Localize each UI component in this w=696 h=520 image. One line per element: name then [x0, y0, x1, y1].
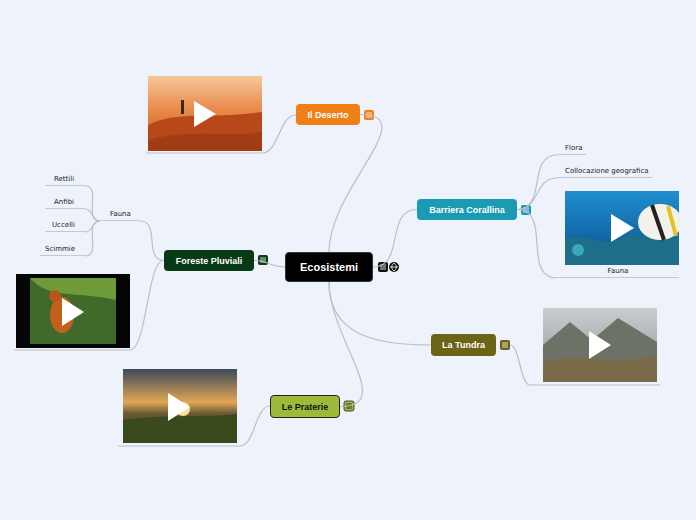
branch-line — [85, 209, 100, 221]
rainforest-image — [16, 274, 130, 348]
branch-line — [254, 261, 285, 268]
leader-lines — [14, 115, 660, 446]
node-label: Scimmie — [45, 245, 75, 253]
branch-line — [517, 178, 557, 210]
branch-line — [85, 221, 100, 256]
subtopic: Collocazione geografica — [557, 166, 652, 178]
topic-box: Le Praterie — [270, 395, 340, 418]
node-label: Barriera Corallina — [429, 205, 505, 215]
branch-line — [329, 282, 431, 345]
note-icons — [258, 110, 531, 411]
subtopic: Fauna — [100, 209, 140, 221]
topic-box: La Tundra — [431, 334, 496, 356]
node-label: Rettili — [54, 175, 74, 183]
branch-line — [140, 221, 164, 261]
topic-box: Foreste Pluviali — [164, 250, 254, 271]
node-label: Anfibi — [54, 198, 74, 206]
subtopic: Flora — [557, 143, 586, 155]
node-label: Ecosistemi — [300, 261, 358, 273]
node-label: Uccelli — [52, 221, 75, 229]
node-label: Flora — [565, 144, 582, 152]
branch-line — [517, 210, 557, 279]
node-label: Collocazione geografica — [565, 167, 649, 175]
node-label: La Tundra — [442, 340, 485, 350]
topic-box: Barriera Corallina — [417, 199, 517, 220]
branch-line — [329, 282, 362, 407]
topic-box: Il Deserto — [296, 104, 360, 125]
subtopic: Rettili — [45, 174, 85, 186]
node-label: Fauna — [110, 210, 131, 218]
subtopic: Anfibi — [45, 197, 85, 209]
prairie-image — [123, 369, 237, 443]
root-topic: Ecosistemi — [285, 252, 373, 282]
subtopic: Uccelli — [45, 220, 85, 232]
node-label: Il Deserto — [307, 110, 348, 120]
branch-line — [517, 155, 557, 210]
coral-image — [565, 191, 682, 265]
branch-line — [373, 210, 417, 268]
subtopic: Fauna — [557, 266, 679, 278]
branch-line — [85, 186, 100, 221]
node-label: Le Praterie — [282, 402, 329, 412]
branch-line — [329, 115, 382, 253]
node-label: Fauna — [608, 267, 629, 275]
desert-image — [148, 76, 262, 151]
node-label: Foreste Pluviali — [176, 256, 243, 266]
tundra-image — [543, 308, 657, 382]
subtopic: Scimmie — [40, 244, 85, 256]
